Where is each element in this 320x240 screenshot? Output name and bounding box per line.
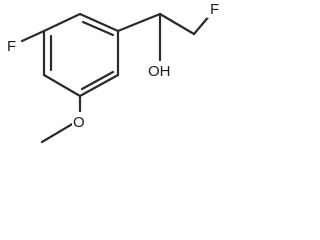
benzene-ring <box>42 12 120 98</box>
side-chain-fluorine-label: F <box>210 1 219 18</box>
chemical-structure: F O OH F <box>4 0 223 144</box>
ring-fluorine-label: F <box>7 38 16 55</box>
ch2-to-fluorine-bond <box>192 13 212 36</box>
substituent-bonds <box>20 12 212 144</box>
methoxy-bond-oxygen-to-methyl <box>40 121 76 144</box>
carbinol-to-ch2-bond <box>158 12 196 36</box>
atom-labels: F O OH F <box>4 0 223 131</box>
ring-bond-top <box>78 12 120 33</box>
ring-bond-lower-left <box>42 73 82 98</box>
ring-bond-upper-left <box>42 12 82 33</box>
ring-bond-lower-right-inner <box>80 70 115 91</box>
methoxy-oxygen-label: O <box>73 114 85 131</box>
hydroxyl-label: OH <box>148 63 171 80</box>
ring-to-carbinol-bond <box>116 12 162 33</box>
ring-fluorine-bond <box>20 29 46 43</box>
ring-bond-lower-right <box>78 73 120 98</box>
ring-bond-top-inner <box>81 20 115 37</box>
